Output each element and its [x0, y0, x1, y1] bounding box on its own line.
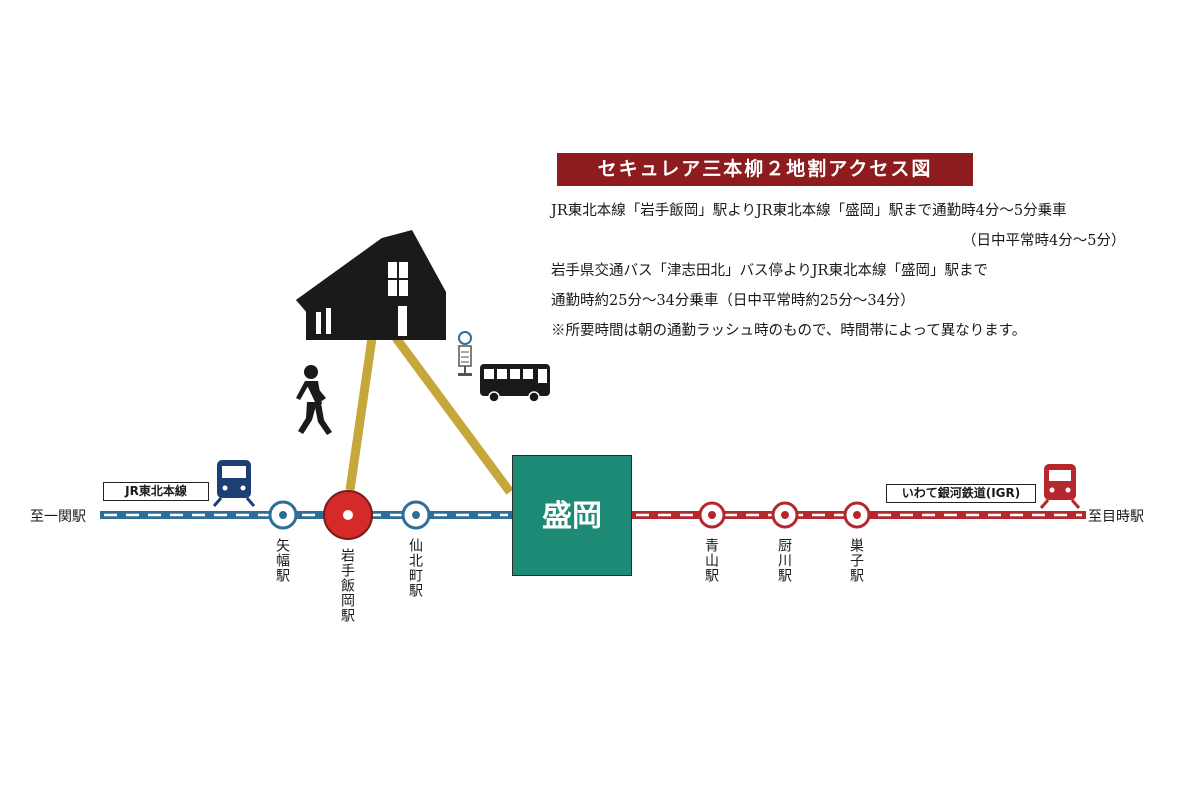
station-label-sugo: 巣子駅 — [848, 538, 864, 583]
station-label-yahaba: 矢幅駅 — [274, 538, 290, 583]
house-icon — [296, 230, 446, 340]
right-end-label: 至目時駅 — [1088, 509, 1144, 525]
station-label-iwate-iioka: 岩手飯岡駅 — [339, 548, 355, 623]
info-line-2: （日中平常時4分〜5分） — [962, 233, 1126, 249]
info-line-1: JR東北本線「岩手飯岡」駅よりJR東北本線「盛岡」駅まで通勤時4分〜5分乗車 — [551, 203, 1067, 219]
station-marker-sugo — [843, 501, 871, 529]
info-line-4: 通勤時約25分〜34分乗車（日中平常時約25分〜34分） — [551, 293, 915, 309]
walk-route-line — [345, 337, 377, 491]
info-line-5: ※所要時間は朝の通勤ラッシュ時のもので、時間帯によって異なります。 — [551, 323, 1027, 339]
info-line-3: 岩手県交通バス「津志田北」バス停よりJR東北本線「盛岡」駅まで — [551, 263, 988, 279]
bus-stop-icon — [458, 331, 472, 376]
station-marker-aoyama — [698, 501, 726, 529]
left-end-label: 至一関駅 — [30, 509, 86, 525]
station-label-kuriyagawa: 厨川駅 — [776, 538, 792, 583]
station-label-senbokucho: 仙北町駅 — [407, 538, 423, 598]
station-label-aoyama: 青山駅 — [703, 538, 719, 583]
station-marker-yahaba — [268, 500, 298, 530]
diagram-title: セキュレア三本柳２地割アクセス図 — [557, 153, 973, 186]
bus-route-line — [392, 335, 514, 495]
jr-line-tag: JR東北本線 — [103, 482, 209, 501]
red-train-icon — [1039, 464, 1081, 509]
blue-train-icon — [212, 460, 256, 507]
station-marker-senbokucho — [401, 500, 431, 530]
station-marker-iwate-iioka — [323, 490, 373, 540]
walking-person-icon — [296, 365, 332, 435]
station-marker-kuriyagawa — [771, 501, 799, 529]
bus-icon — [480, 364, 550, 403]
morioka-station-box: 盛岡 — [512, 455, 632, 576]
igr-line-tag: いわて銀河鉄道(IGR) — [886, 484, 1036, 503]
